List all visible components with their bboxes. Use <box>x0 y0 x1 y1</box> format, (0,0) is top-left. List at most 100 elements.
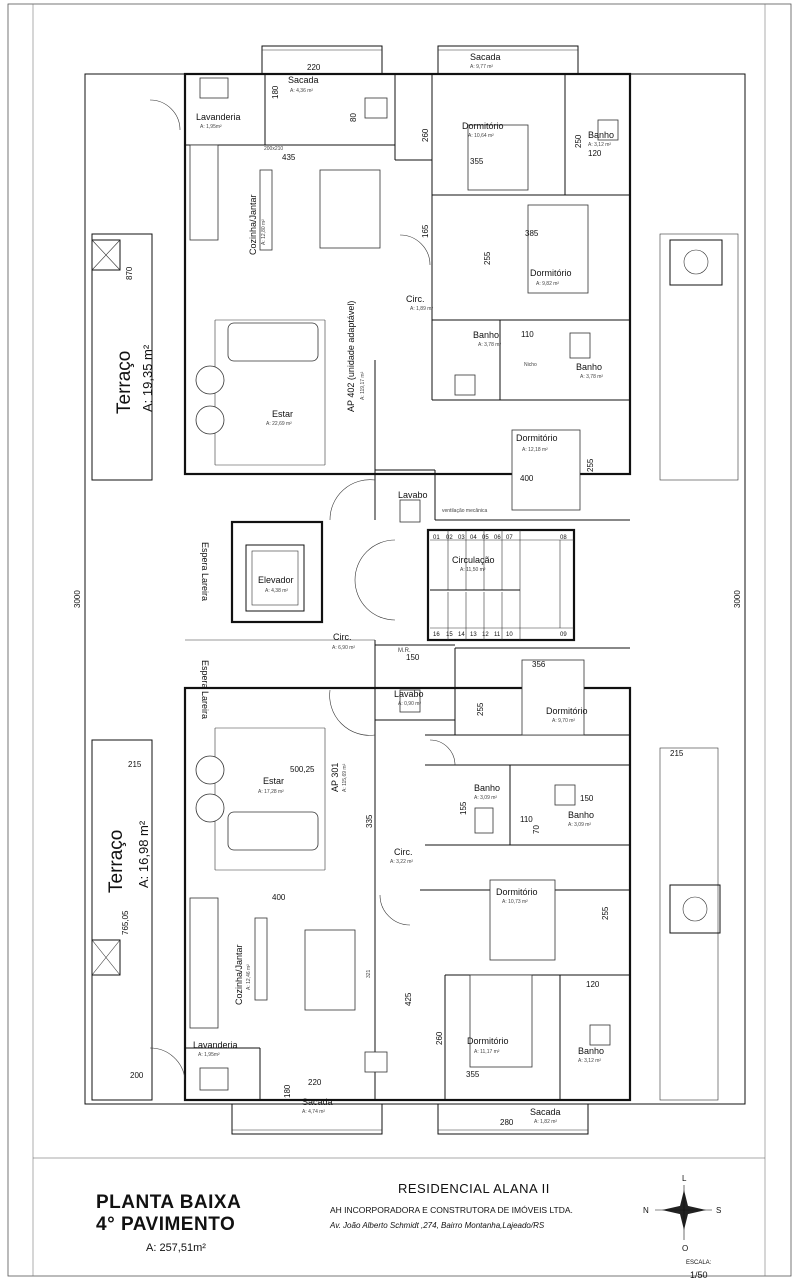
dim-255-d: 255 <box>601 906 610 920</box>
dormitorio-top2-area: A: 9,82 m² <box>536 281 559 287</box>
dim-355-top: 355 <box>470 157 484 166</box>
dim-150: 150 <box>406 653 420 662</box>
dim-180-top: 180 <box>271 85 280 99</box>
banho-bot2-label: Banho <box>568 810 594 820</box>
stair-step-number: 03 <box>458 535 465 541</box>
vent-box-icon <box>91 239 723 976</box>
dormitorio-bot1-area: A: 9,70 m² <box>552 718 575 724</box>
ap402-label: AP 402 (unidade adaptável) <box>346 301 356 412</box>
elevator-shaft <box>230 520 324 624</box>
stair-step-number: 10 <box>506 632 513 638</box>
dim-335: 335 <box>365 814 374 828</box>
banho-top2-area: A: 3,78 m² <box>478 342 501 348</box>
dim-400-bot: 400 <box>272 893 286 902</box>
banho-bot2-area: A: 3,09 m² <box>568 822 591 828</box>
lavabo-bottom-label: Lavabo <box>394 689 424 699</box>
ap301-walls <box>183 686 632 1102</box>
lavanderia-top-label: Lavanderia <box>196 112 241 122</box>
title-block: PLANTA BAIXA 4° PAVIMENTO A: 257,51m² RE… <box>0 1170 799 1280</box>
espera-lareira-top-label: Espera Lareira <box>200 542 210 601</box>
dim-155: 155 <box>459 801 468 815</box>
dormitorio-top3-area: A: 12,18 m² <box>522 447 548 453</box>
scale-label: ESCALA: <box>686 1260 712 1266</box>
stair-step-number: 12 <box>482 632 489 638</box>
plan-total-area: A: 257,51m² <box>146 1242 206 1254</box>
stair-step-number: 05 <box>482 535 489 541</box>
dim-500-25: 500,25 <box>290 765 315 774</box>
dim-220-bot: 220 <box>308 1078 322 1087</box>
dim-3000-right: 3000 <box>733 590 742 608</box>
project-address: Av. João Alberto Schmidt ,274, Bairro Mo… <box>330 1221 545 1230</box>
circ-bot-label: Circ. <box>394 847 413 857</box>
estar-top-area: A: 22,69 m² <box>266 421 292 427</box>
compass-south-label: S <box>716 1206 722 1215</box>
dim-255-a: 255 <box>483 251 492 265</box>
sacada-top-right-area: A: 9,77 m² <box>470 64 493 70</box>
doors <box>149 99 456 1081</box>
cozinha-bottom-area: A: 12,46 m² <box>246 964 252 990</box>
terrace-top-area <box>91 233 153 481</box>
dim-355-bot: 355 <box>466 1070 480 1079</box>
circ-bot-area: A: 3,22 m² <box>390 859 413 865</box>
plan-title-line1: PLANTA BAIXA <box>96 1192 242 1213</box>
lavanderia-top-area: A: 1,95m² <box>200 124 222 130</box>
stair-treads <box>430 530 574 640</box>
dim-215-right: 215 <box>670 749 684 758</box>
dim-765: 765,05 <box>121 910 130 935</box>
dim-150-b: 150 <box>580 794 594 803</box>
dim-435: 435 <box>282 153 296 162</box>
terraco-bottom-area: A: 16,98 m² <box>136 820 151 888</box>
compass-rose-icon <box>655 1185 712 1240</box>
project-name: RESIDENCIAL ALANA II <box>398 1181 550 1196</box>
banho-bot3-area: A: 3,12 m² <box>578 1058 601 1064</box>
dim-70: 70 <box>532 825 541 834</box>
lavabo-bottom-area: A: 0,90 m² <box>398 701 421 707</box>
dim-80-top: 80 <box>349 113 358 122</box>
lavanderia-bottom-area: A: 1,95m² <box>198 1052 220 1058</box>
elevador-label: Elevador <box>258 575 294 585</box>
circulacao-label: Circulação <box>452 555 495 565</box>
dormitorio-bot1-label: Dormitório <box>546 706 588 716</box>
stair-step-number: 09 <box>560 632 567 638</box>
circulacao-area: A: 11,50 m² <box>460 567 486 573</box>
interior-walls-top <box>185 74 630 521</box>
banho-top1-label: Banho <box>588 130 614 140</box>
dim-200x210: 200x210 <box>264 146 283 152</box>
building-outline <box>84 45 746 1135</box>
dimension-labels: 220 180 80 435 200x210 870 260 355 120 2… <box>73 63 742 1127</box>
dormitorio-bot2-area: A: 10,73 m² <box>502 899 528 905</box>
estar-bottom-area: A: 17,28 m² <box>258 789 284 795</box>
bed-furniture <box>467 124 589 1068</box>
ap402-walls <box>183 72 632 476</box>
stair-step-number: 13 <box>470 632 477 638</box>
compass-east-label: L <box>682 1174 687 1183</box>
stair-step-number: 14 <box>458 632 465 638</box>
terrace-bottom-area <box>91 739 153 1101</box>
circ-top-area: A: 1,89 m² <box>410 306 433 312</box>
dim-280: 280 <box>500 1118 514 1127</box>
dormitorio-bot3-label: Dormitório <box>467 1036 509 1046</box>
ventilation-note: ventilação mecânica <box>442 508 488 514</box>
dim-321: 321 <box>366 969 372 978</box>
estar-bottom-label: Estar <box>263 776 284 786</box>
dim-3000-left: 3000 <box>73 590 82 608</box>
dim-120-bot: 120 <box>586 980 600 989</box>
dim-255-b: 255 <box>586 458 595 472</box>
dim-385: 385 <box>525 229 539 238</box>
dim-110-bot: 110 <box>520 815 533 824</box>
mr-label: M.R. <box>398 648 411 654</box>
room-labels: Sacada A: 4,36 m² Sacada A: 9,77 m² Lava… <box>193 52 614 1125</box>
company-name: AH INCORPORADORA E CONSTRUTORA DE IMÓVEI… <box>330 1205 573 1215</box>
ap301-area: A: 115,69 m² <box>342 763 348 792</box>
dormitorio-bot3-area: A: 11,17 m² <box>474 1049 500 1055</box>
dim-220-top: 220 <box>307 63 321 72</box>
banho-top2-label: Banho <box>473 330 499 340</box>
elevador-area: A: 4,38 m² <box>265 588 288 594</box>
terraco-bottom-label: Terraço <box>106 830 127 893</box>
stair-step-number: 02 <box>446 535 453 541</box>
ap301-label: AP 301 <box>330 763 340 792</box>
banho-bot1-label: Banho <box>474 783 500 793</box>
sacada-bot-left-area: A: 4,74 m² <box>302 1109 325 1115</box>
dim-250-top: 250 <box>574 134 583 148</box>
